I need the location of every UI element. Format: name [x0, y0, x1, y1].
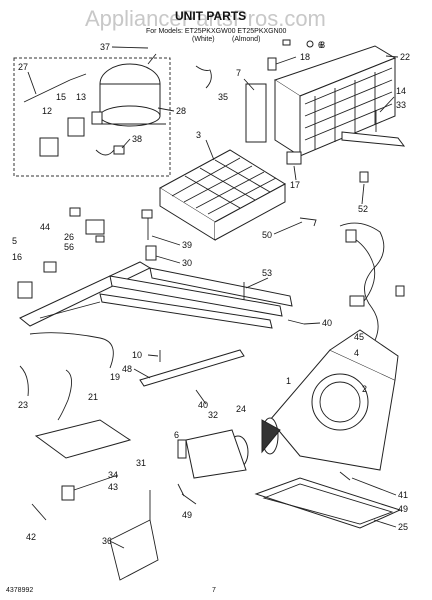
callout: 53 — [262, 268, 272, 278]
callout: 23 — [18, 400, 28, 410]
watermark: AppliancePartsPros.com — [85, 6, 326, 31]
callout: 32 — [208, 410, 218, 420]
callout: 22 — [400, 52, 410, 62]
fitting-6 — [282, 39, 291, 46]
part-5 — [43, 261, 57, 273]
variant-white: (White) — [192, 36, 215, 43]
part-26 — [85, 219, 105, 235]
callout: 17 — [290, 180, 300, 190]
callout: 36 — [102, 536, 112, 546]
callout: 43 — [108, 482, 118, 492]
callout: 48 — [122, 364, 132, 374]
page-number: 7 — [212, 587, 216, 594]
models-line: For Models: ET25PKXGW00 ET25PKXGN00 — [146, 28, 287, 35]
callout: 35 — [218, 92, 228, 102]
callout: 49 — [398, 504, 408, 514]
callout: 13 — [76, 92, 86, 102]
part-6-lower — [177, 439, 187, 459]
tube-19 — [29, 332, 114, 369]
drier-bracket — [245, 83, 267, 143]
callout: 27 — [18, 62, 28, 72]
callout: 4 — [354, 348, 359, 358]
part-43 — [61, 485, 75, 501]
drier-fitting — [267, 57, 277, 71]
wiring-35 — [195, 65, 212, 89]
evaporator-coil — [159, 149, 286, 241]
callout: 6 — [174, 430, 179, 440]
callout: 45 — [354, 332, 364, 342]
condenser-fan-motor — [185, 417, 281, 479]
tube-21 — [57, 369, 72, 421]
callout: 14 — [396, 86, 406, 96]
callout: 1 — [286, 376, 291, 386]
start-relay — [39, 111, 103, 157]
callout: 18 — [300, 52, 310, 62]
callout: 16 — [12, 252, 22, 262]
leader-lines — [27, 46, 399, 549]
callout: 41 — [398, 490, 408, 500]
support-rail-48 — [139, 349, 245, 387]
part-42 — [31, 503, 47, 521]
compressor-kit-box — [13, 57, 171, 177]
callout: 56 — [64, 242, 74, 252]
callout: 31 — [136, 458, 146, 468]
diagram-title: UNIT PARTS — [175, 9, 246, 23]
capacitor — [23, 73, 87, 103]
compressor — [96, 53, 166, 127]
callout: 30 — [182, 258, 192, 268]
part-44 — [69, 207, 81, 217]
part-17 — [286, 151, 302, 165]
drain-tube — [341, 131, 406, 147]
callout: 21 — [88, 392, 98, 402]
screw-41 — [339, 471, 351, 481]
callout: 10 — [132, 350, 142, 360]
callout: 39 — [182, 240, 192, 250]
document-number: 4378992 — [6, 587, 33, 594]
screw-49-left — [177, 483, 185, 497]
callout: 6 — [318, 40, 323, 50]
callout: 25 — [398, 522, 408, 532]
fitting-8 — [306, 40, 314, 48]
screw-40 — [287, 319, 305, 325]
callout: 12 — [42, 106, 52, 116]
callout: 34 — [108, 470, 118, 480]
part-56 — [95, 235, 105, 243]
callout: 38 — [132, 134, 142, 144]
tube-23 — [19, 365, 29, 397]
callout: 19 — [110, 372, 120, 382]
callout: 8 — [320, 40, 325, 50]
callout: 40 — [198, 400, 208, 410]
callout: 26 — [64, 232, 74, 242]
callout: 24 — [236, 404, 246, 414]
wire-harness — [339, 222, 405, 353]
base-frame — [19, 261, 293, 329]
part-16 — [17, 281, 33, 299]
callout: 15 — [56, 92, 66, 102]
condenser-coil — [273, 45, 397, 157]
callout: 5 — [12, 236, 17, 246]
callout: 37 — [100, 42, 110, 52]
part-52 — [359, 171, 369, 183]
fan-shroud — [269, 329, 399, 471]
drain-pan — [254, 477, 402, 529]
callout: 3 — [196, 130, 201, 140]
callout: 28 — [176, 106, 186, 116]
pad-34 — [34, 419, 132, 459]
callout: 44 — [40, 222, 50, 232]
part-30 — [145, 245, 157, 261]
clip-50 — [299, 217, 317, 227]
callout: 33 — [396, 100, 406, 110]
callout: 40 — [322, 318, 332, 328]
callout: 49 — [182, 510, 192, 520]
tube-36 — [109, 519, 159, 581]
callout: 50 — [262, 230, 272, 240]
callout: 7 — [236, 68, 241, 78]
callout-labels: 37 6 18 22 27 15 13 7 35 14 33 28 12 38 … — [12, 40, 410, 546]
callout: 42 — [26, 532, 36, 542]
variant-almond: (Almond) — [232, 36, 260, 43]
callout: 2 — [362, 384, 367, 394]
wire-lead — [95, 149, 115, 156]
callout: 52 — [358, 204, 368, 214]
